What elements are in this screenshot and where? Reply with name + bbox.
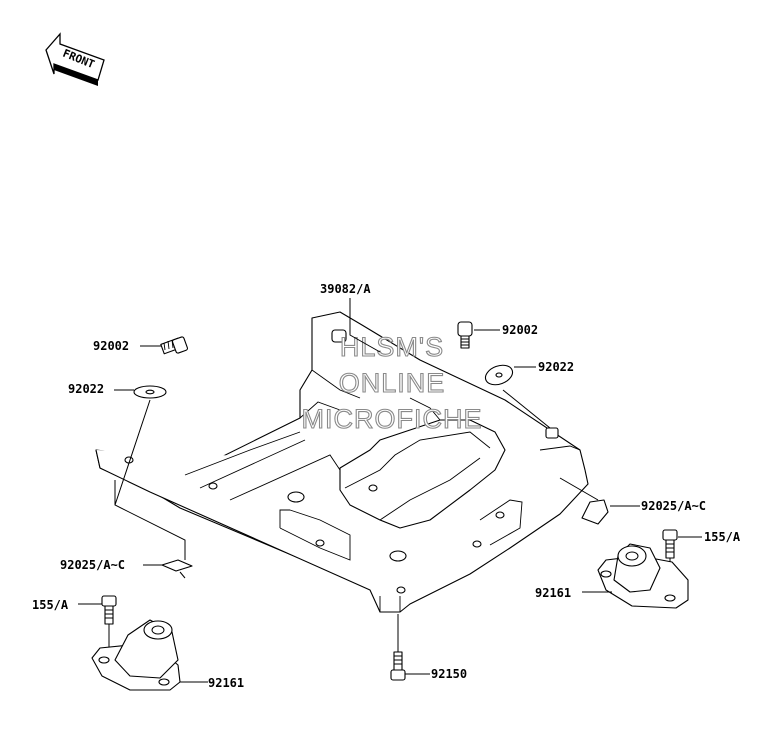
label-155-left: 155/A (32, 598, 69, 612)
watermark: HLSM'S ONLINE MICROFICHE (301, 331, 483, 434)
watermark-line-2: ONLINE (339, 368, 446, 398)
label-92161-right: 92161 (535, 586, 571, 600)
label-92022-right: 92022 (538, 360, 574, 374)
engine-mount-left: 92161 (91, 619, 244, 691)
label-92025-left: 92025/A~C (60, 558, 125, 572)
engine-mount-right: 92161 (535, 543, 689, 609)
front-arrow-icon: FRONT (45, 32, 105, 86)
bolt-bottom: 92150 (390, 614, 467, 681)
washer-left: 92022 (68, 382, 167, 506)
label-92161-left: 92161 (208, 676, 244, 690)
watermark-line-1: HLSM'S (340, 332, 444, 362)
skid-plate-frame (95, 311, 589, 613)
callout-frame: 39082/A (320, 282, 381, 353)
bolt-right: 92002 (457, 321, 538, 349)
bolt-left: 92002 (93, 336, 189, 355)
label-92150: 92150 (431, 667, 467, 681)
clip-right: 92025/A~C (559, 477, 706, 525)
label-92022-left: 92022 (68, 382, 104, 396)
watermark-line-3: MICROFICHE (302, 404, 483, 434)
label-92002-right: 92002 (502, 323, 538, 337)
bolt-155-right: 155/A (662, 529, 741, 596)
label-39082: 39082/A (320, 282, 371, 296)
washer-right: 92022 (484, 360, 574, 429)
label-155-right: 155/A (704, 530, 741, 544)
label-92025-right: 92025/A~C (641, 499, 706, 513)
label-92002-left: 92002 (93, 339, 129, 353)
bolt-155-left: 155/A (32, 595, 117, 648)
clip-left: 92025/A~C (60, 480, 193, 579)
